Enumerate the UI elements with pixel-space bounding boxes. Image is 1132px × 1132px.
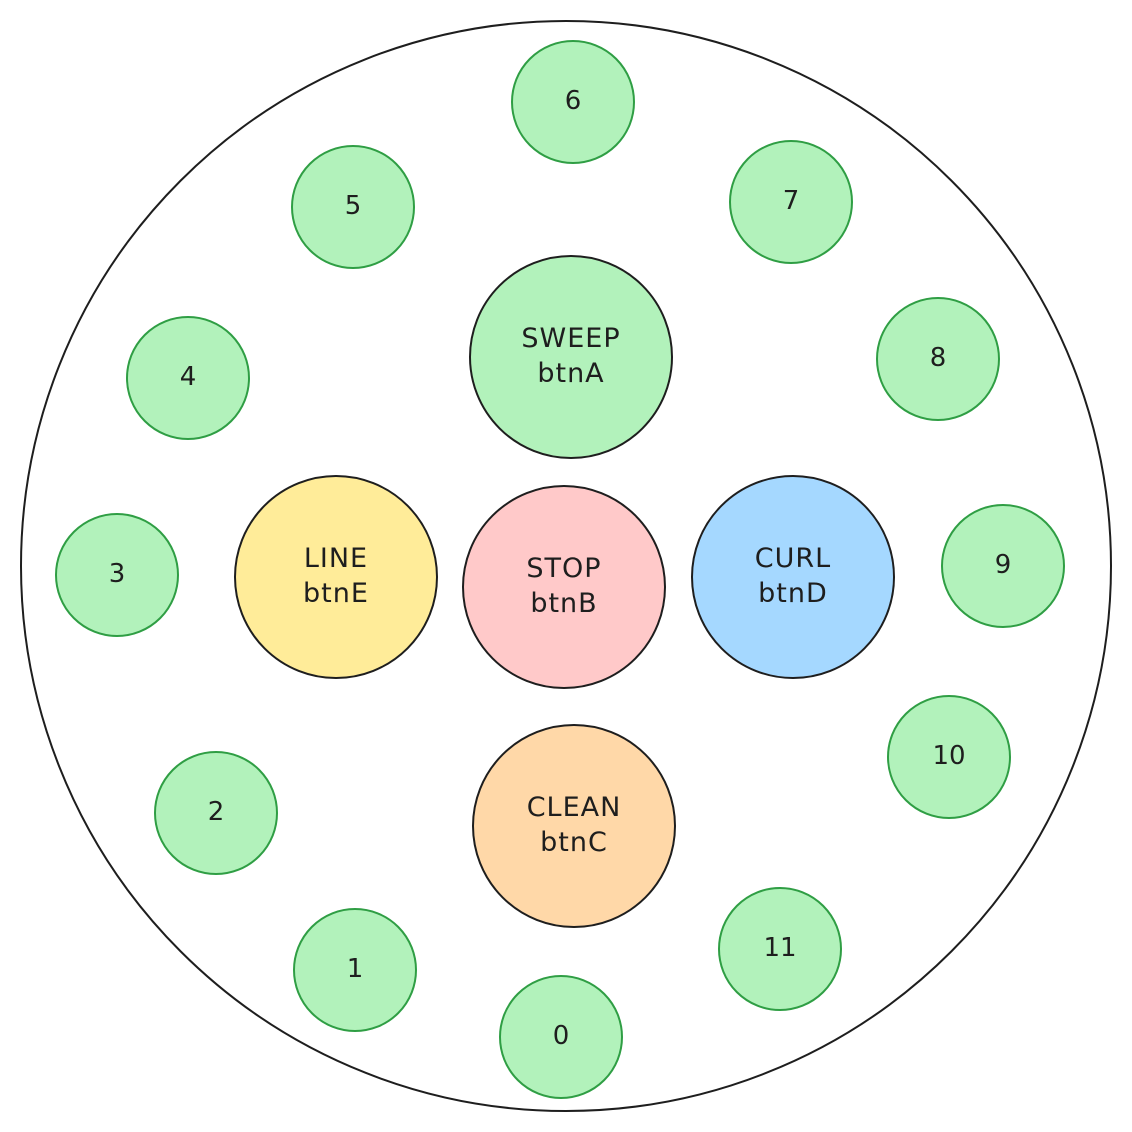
- clean-button[interactable]: CLEAN btnC: [472, 724, 676, 928]
- position-5[interactable]: 5: [291, 145, 415, 269]
- position-10[interactable]: 10: [887, 695, 1011, 819]
- sweep-button-id: btnA: [537, 358, 605, 389]
- clean-button-id: btnC: [540, 827, 608, 858]
- position-6-label: 6: [564, 86, 582, 117]
- position-0-label: 0: [552, 1021, 570, 1052]
- position-7[interactable]: 7: [729, 140, 853, 264]
- position-3[interactable]: 3: [55, 513, 179, 637]
- position-7-label: 7: [782, 186, 800, 217]
- clean-button-label: CLEAN: [526, 792, 622, 824]
- line-button-id: btnE: [303, 578, 369, 609]
- position-9[interactable]: 9: [941, 504, 1065, 628]
- curl-button-label: CURL: [754, 543, 832, 575]
- position-1-label: 1: [346, 954, 364, 985]
- line-button-label: LINE: [303, 543, 369, 575]
- position-0[interactable]: 0: [499, 975, 623, 1099]
- line-button[interactable]: LINE btnE: [234, 475, 438, 679]
- sweep-button-label: SWEEP: [521, 323, 621, 355]
- sweep-button[interactable]: SWEEP btnA: [469, 255, 673, 459]
- stop-button-label: STOP: [526, 553, 602, 585]
- position-5-label: 5: [344, 191, 362, 222]
- position-11-label: 11: [763, 933, 797, 964]
- position-4-label: 4: [179, 362, 197, 393]
- position-2-label: 2: [207, 797, 225, 828]
- position-4[interactable]: 4: [126, 316, 250, 440]
- stop-button[interactable]: STOP btnB: [462, 485, 666, 689]
- position-8[interactable]: 8: [876, 297, 1000, 421]
- stop-button-id: btnB: [530, 588, 598, 619]
- position-1[interactable]: 1: [293, 908, 417, 1032]
- position-2[interactable]: 2: [154, 751, 278, 875]
- curl-button-id: btnD: [758, 578, 828, 609]
- position-3-label: 3: [108, 559, 126, 590]
- position-8-label: 8: [929, 343, 947, 374]
- position-11[interactable]: 11: [718, 887, 842, 1011]
- position-10-label: 10: [932, 741, 966, 772]
- position-6[interactable]: 6: [511, 40, 635, 164]
- curl-button[interactable]: CURL btnD: [691, 475, 895, 679]
- position-9-label: 9: [994, 550, 1012, 581]
